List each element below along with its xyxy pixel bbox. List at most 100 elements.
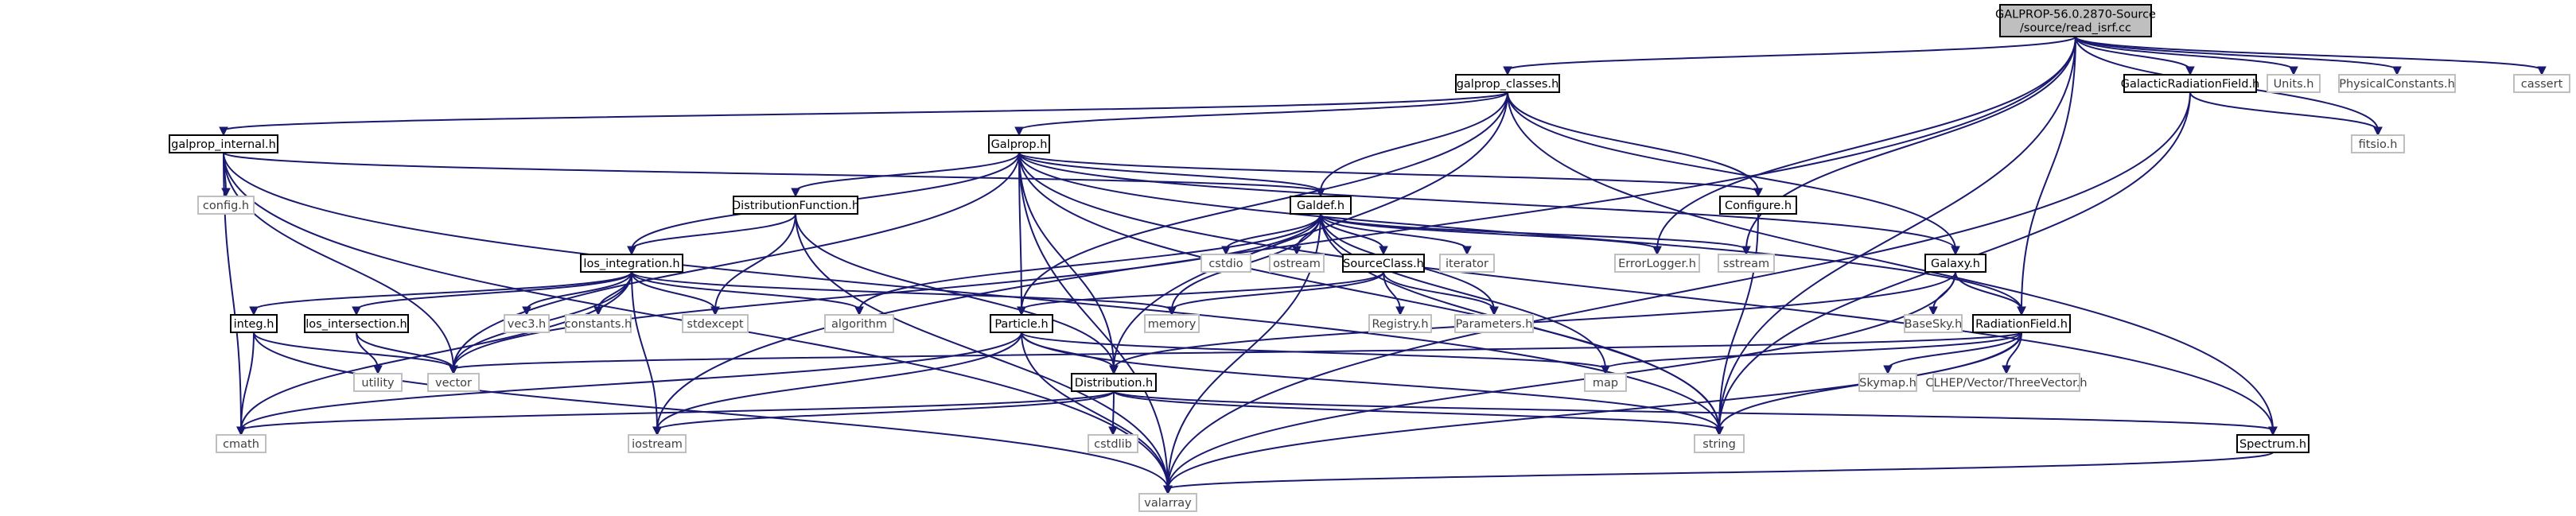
edge-arrowhead-source_read_isrf-to-cassert [2537,66,2547,76]
node-box-config [197,196,255,215]
edge-Particle-to-map [1021,332,1606,370]
node-ostream: ostream [1269,254,1325,273]
node-cstdlib: cstdlib [1088,434,1138,453]
node-box-GalacticRadiationField [2123,74,2257,93]
edge-arrowhead-SourceClass-to-Registry [1395,306,1405,316]
node-label-cmath-0: cmath [223,438,259,451]
node-box-Skymap [1858,373,1917,392]
node-source_read_isrf[interactable]: GALPROP-56.0.2870-Source/source/read_isr… [1995,4,2156,37]
node-label-Skymap-0: Skymap.h [1859,377,1916,390]
node-box-integ [230,314,278,333]
node-vector: vector [427,373,480,392]
node-SourceClass[interactable]: SourceClass.h [1342,254,1425,273]
node-box-DistributionFunction [733,196,858,215]
edge-RadiationField-to-map [1605,332,2022,370]
node-galprop_internal[interactable]: galprop_internal.h [169,134,278,153]
edge-Galprop-to-DistributionFunction [795,152,1020,192]
node-constants: constants.h [565,314,632,333]
node-box-utility [353,373,403,392]
node-iterator: iterator [1439,254,1495,273]
edge-RadiationField-to-Skymap [1887,332,2022,370]
node-fitsio: fitsio.h [2351,134,2405,153]
edge-arrowhead-DistributionFunction-to-los_integration [627,246,636,256]
edge-SourceClass-to-Registry [1383,271,1401,311]
node-Units: Units.h [2267,74,2321,93]
node-label-string-0: string [1702,438,1736,451]
node-Skymap: Skymap.h [1858,373,1917,392]
node-label-map-0: map [1593,377,1618,390]
node-label-Particle-0: Particle.h [994,318,1048,331]
node-Spectrum[interactable]: Spectrum.h [2236,434,2309,453]
node-Distribution[interactable]: Distribution.h [1071,373,1157,392]
node-label-BaseSky-0: BaseSky.h [1905,318,1963,331]
edge-Galdef-to-vector [453,213,1321,370]
node-label-cassert-0: cassert [2521,78,2563,91]
edge-source_read_isrf-to-ErrorLogger [1656,36,2076,250]
edge-los_integration-to-los_intersection [356,271,632,311]
node-label-utility-0: utility [361,377,395,390]
node-box-memory [1144,314,1200,333]
edge-Galprop-to-vector [453,152,1020,370]
node-box-stdexcept [682,314,749,333]
node-Configure[interactable]: Configure.h [1719,196,1797,215]
edge-Galdef-to-map [1320,213,1606,370]
edge-arrowhead-SourceClass-to-Particle [1017,306,1026,316]
node-ErrorLogger: ErrorLogger.h [1614,254,1700,273]
edges-layer [219,36,2547,495]
node-box-Distribution [1071,373,1157,392]
node-integ[interactable]: integ.h [230,314,278,333]
edge-arrowhead-los_integration-to-stdexcept [710,306,720,316]
node-label-iostream-0: iostream [632,438,683,451]
node-DistributionFunction[interactable]: DistributionFunction.h [732,196,859,215]
node-Particle[interactable]: Particle.h [990,314,1053,333]
edge-GalacticRadiationField-to-valarray [1167,91,2191,490]
node-map: map [1584,373,1627,392]
edge-arrowhead-los_integration-to-integ [249,306,259,316]
node-algorithm: algorithm [824,314,894,333]
edge-arrowhead-Distribution-to-iostream [652,426,662,436]
node-label-valarray-0: valarray [1144,497,1192,510]
edge-Particle-to-valarray [1021,332,1169,490]
node-RadiationField[interactable]: RadiationField.h [1972,314,2071,333]
node-box-cstdio [1200,254,1251,273]
node-label-Distribution-0: Distribution.h [1075,377,1153,390]
edge-los_integration-to-algorithm [631,271,860,311]
node-cassert: cassert [2513,74,2570,93]
node-label-Units-0: Units.h [2274,78,2314,91]
edge-Galprop-to-Galdef [1018,152,1321,192]
node-box-string [1694,434,1745,453]
node-GalacticRadiationField[interactable]: GalacticRadiationField.h [2121,74,2260,93]
nodes-layer: GALPROP-56.0.2870-Source/source/read_isr… [169,4,2570,512]
edge-los_integration-to-memory [631,271,1173,311]
node-Galdef[interactable]: Galdef.h [1290,196,1352,215]
node-label-los_intersection-0: los_intersection.h [305,318,407,331]
node-vec3: vec3.h [504,314,550,333]
edge-arrowhead-RadiationField-to-vector [449,365,458,375]
edge-los_intersection-to-utility [356,332,379,370]
edge-arrowhead-RadiationField-to-Skymap [1883,365,1893,375]
edge-Distribution-to-Spectrum [1113,390,2274,431]
edge-arrowhead-Distribution-to-Spectrum [2268,426,2278,436]
node-label-cstdlib-0: cstdlib [1094,438,1132,451]
node-box-ThreeVector [1932,373,2080,392]
edge-galprop_classes-to-Galprop [1018,91,1508,131]
node-Galprop[interactable]: Galprop.h [988,134,1050,153]
node-los_integration[interactable]: los_integration.h [580,254,683,273]
node-Galaxy[interactable]: Galaxy.h [1924,254,1986,273]
node-box-algorithm [824,314,894,333]
node-label-Configure-0: Configure.h [1725,200,1792,212]
node-label-vec3-0: vec3.h [508,318,547,331]
edge-arrowhead-Spectrum-to-valarray [1163,485,1173,495]
edge-arrowhead-SourceClass-to-Parameters [1489,306,1499,316]
node-galprop_classes[interactable]: galprop_classes.h [1455,74,1560,93]
edge-source_read_isrf-to-cassert [2075,36,2543,71]
node-box-Units [2267,74,2321,93]
edge-Galprop-to-Configure [1018,152,1759,192]
node-box-Registry [1368,314,1432,333]
node-label-DistributionFunction-0: DistributionFunction.h [732,200,859,212]
edge-Galprop-to-Distribution [1018,152,1115,370]
node-los_intersection[interactable]: los_intersection.h [304,314,409,333]
node-box-vector [427,373,480,392]
edge-Galaxy-to-Distribution [1113,271,1956,370]
edge-Galprop-to-RadiationField [1018,152,2022,311]
